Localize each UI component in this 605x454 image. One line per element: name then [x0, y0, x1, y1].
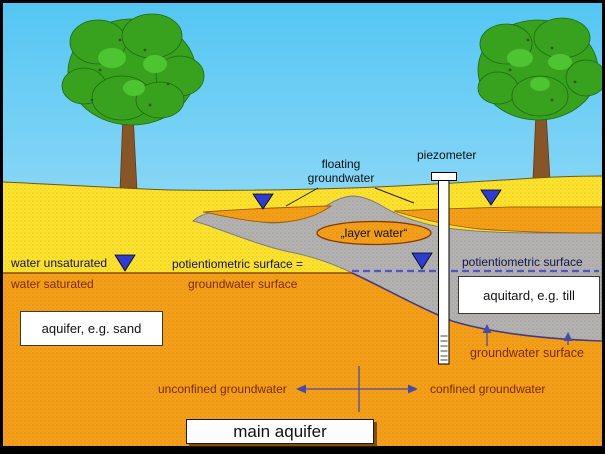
aquitard-label: aquitard, e.g. till [483, 287, 575, 303]
aquifer-label-box: aquifer, e.g. sand [20, 311, 163, 346]
aquifer-label: aquifer, e.g. sand [41, 321, 142, 336]
groundwater-surface-curve [351, 272, 602, 342]
aquitard-label-box: aquitard, e.g. till [458, 276, 600, 314]
water-table-marker-icon [252, 193, 274, 210]
piezometer-screen [440, 335, 448, 361]
extent-arrow [296, 366, 418, 412]
terrain-outline [3, 175, 602, 191]
leader-line [285, 187, 319, 207]
left-tree [61, 13, 205, 192]
right-tree [477, 17, 602, 181]
diagram-artwork [3, 3, 602, 446]
water-table-marker-icon [411, 252, 433, 270]
piezometer-well [431, 172, 457, 365]
main-aquifer-label-box: main aquifer [186, 419, 374, 444]
groundwater-surface-arrow [482, 324, 573, 346]
water-table-marker-icon [114, 254, 136, 272]
water-table-marker-icon [480, 189, 502, 206]
leader-line [374, 187, 415, 204]
piezometer-cap [431, 172, 457, 181]
main-aquifer-label: main aquifer [233, 421, 327, 441]
ground-texture [3, 176, 602, 446]
